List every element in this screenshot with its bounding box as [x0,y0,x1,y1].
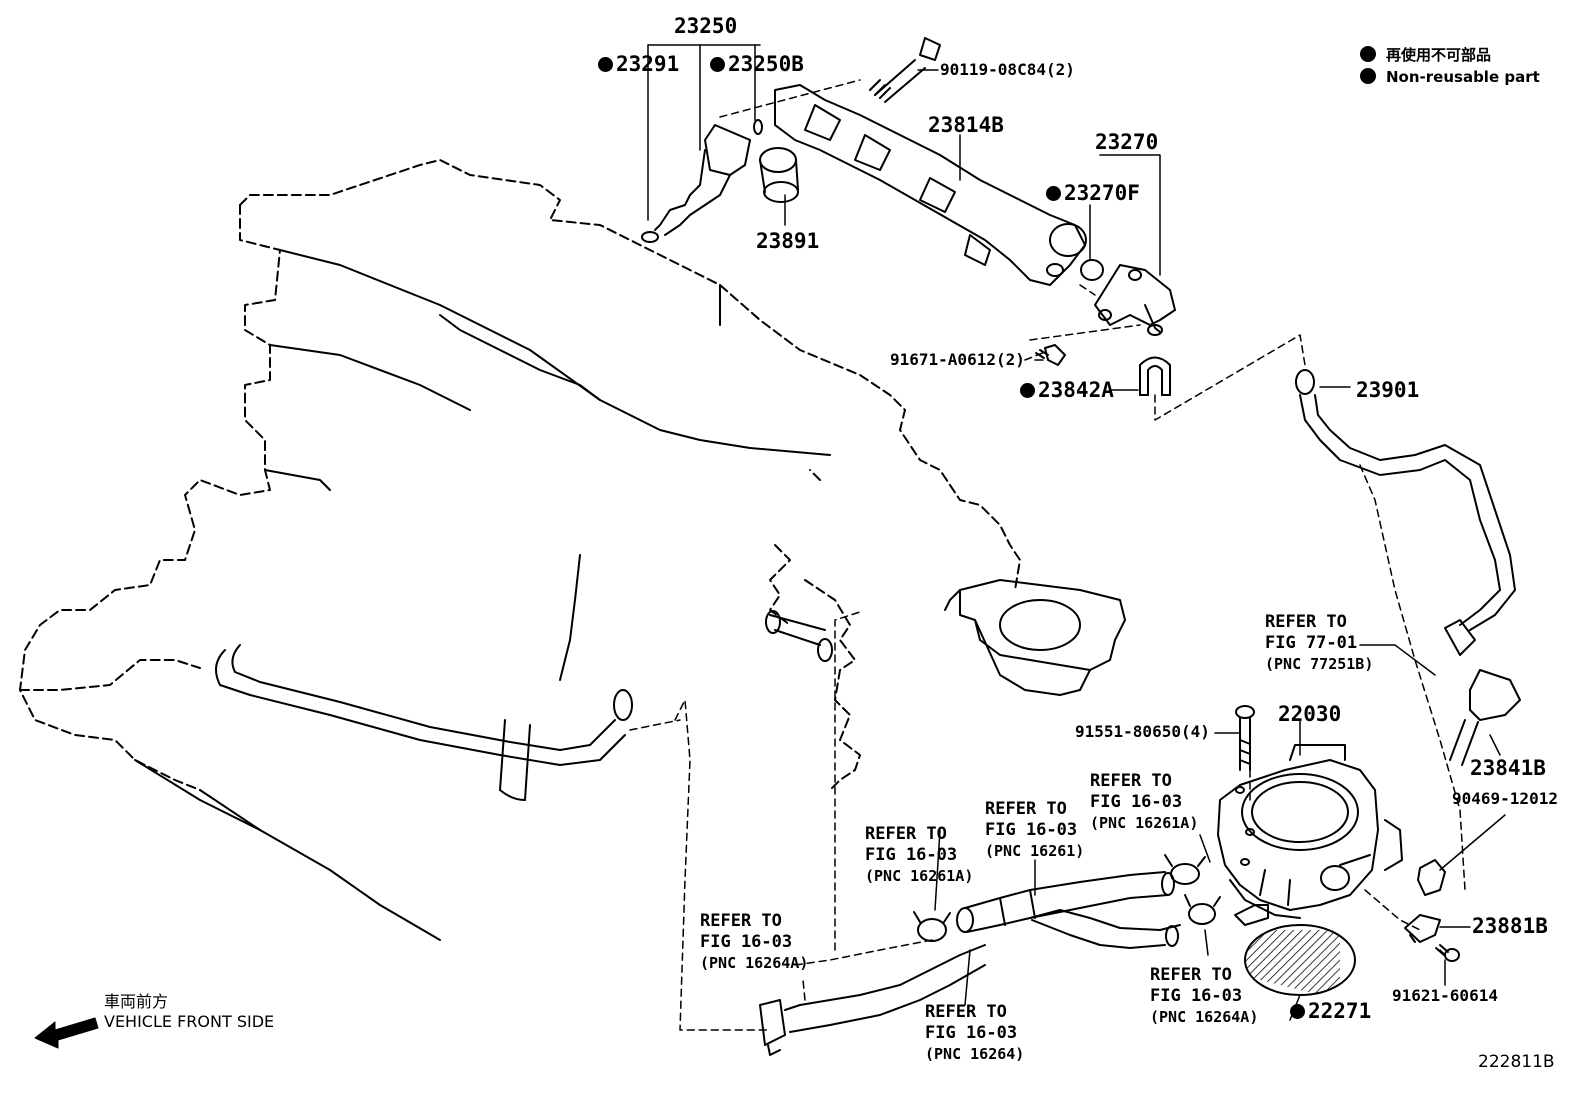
ref-16261a-right[interactable]: REFER TO FIG 16-03 (PNC 16261A) [1090,771,1198,834]
ref-line: REFER TO [865,824,947,844]
front-label-jp: 車両前方 [104,992,169,1011]
label-91621[interactable]: 91621-60614 [1392,986,1498,1005]
fuel-injector [641,119,763,243]
ref-line: FIG 16-03 [700,932,793,952]
front-arrow-icon [34,1017,99,1049]
ref-line: REFER TO [1265,612,1347,632]
ref-line: REFER TO [1150,965,1232,985]
leader-lines [647,44,1506,1021]
pressure-regulator [1094,264,1176,336]
coolant-pipe-left [215,610,833,801]
clip-90469 [1417,859,1446,896]
label-23841b[interactable]: 23841B [1470,756,1546,780]
legend-jp-text: 再使用不可部品 [1386,46,1492,64]
ref-16264a-left[interactable]: REFER TO FIG 16-03 (PNC 16264A) [700,911,808,974]
label-91551[interactable]: 91551-80650(4) [1075,722,1210,741]
ref-16264a-right[interactable]: REFER TO FIG 16-03 (PNC 16264A) [1150,965,1258,1028]
front-label-en: VEHICLE FRONT SIDE [104,1012,275,1031]
label-23891[interactable]: 23891 [756,229,820,253]
label-23881b[interactable]: 23881B [1472,914,1548,938]
bolt-90119 [869,37,941,103]
ref-pnc: (PNC 16264A) [1150,1008,1259,1026]
label-23842a[interactable]: 23842A [1020,380,1114,401]
ref-line: FIG 16-03 [1150,986,1243,1006]
bolt-91551 [1235,705,1255,771]
label-90469[interactable]: 90469-12012 [1452,789,1558,808]
label-22030[interactable]: 22030 [1278,702,1342,726]
hose-clamps [913,854,1221,942]
ref-line: REFER TO [925,1002,1007,1022]
hose-bracket [1449,669,1521,766]
ref-pnc: (PNC 16261) [985,842,1085,860]
ref-pnc: (PNC 77251B) [1265,655,1374,673]
label-23901[interactable]: 23901 [1356,378,1420,402]
engine-solid-lines [134,249,831,941]
label-91671[interactable]: 91671-A0612(2) [890,350,1025,369]
legend-en-text: Non-reusable part [1386,68,1540,86]
ref-line: REFER TO [985,799,1067,819]
ref-line: FIG 16-03 [985,820,1078,840]
label-23814b[interactable]: 23814B [928,113,1004,137]
clip-23842a [1139,356,1171,396]
gasket [1244,924,1356,996]
engine-outline [19,159,1021,791]
label-23270f[interactable]: 23270F [1046,183,1140,204]
ref-line: FIG 16-03 [925,1023,1018,1043]
ref-16261[interactable]: REFER TO FIG 16-03 (PNC 16261) [985,799,1084,862]
label-23291[interactable]: 23291 [598,54,679,75]
bolt-91671 [1035,344,1066,366]
ref-line: REFER TO [1090,771,1172,791]
legend-jp: 再使用不可部品 [1360,44,1491,65]
label-22271[interactable]: 22271 [1290,1001,1371,1022]
ref-pnc: (PNC 16261A) [865,867,974,885]
ref-line: FIG 16-03 [865,845,958,865]
dashed-leaders [629,79,1466,1031]
manifold-flange [944,579,1126,696]
non-reusable-dot-icon [1360,68,1376,84]
fuel-pipe-stub [1234,904,1269,926]
non-reusable-dot-icon [1360,46,1376,62]
fuel-hose [1295,369,1516,656]
figure-code: 222811B [1478,1052,1555,1072]
ref-line: FIG 16-03 [1090,792,1183,812]
bolt-91621 [1435,944,1460,962]
insulator [759,147,799,203]
ref-16261a-left[interactable]: REFER TO FIG 16-03 (PNC 16261A) [865,824,973,887]
legend-en: Non-reusable part [1360,68,1540,86]
ref-pnc: (PNC 16261A) [1090,814,1199,832]
throttle-body [1217,744,1403,919]
ref-16264[interactable]: REFER TO FIG 16-03 (PNC 16264) [925,1002,1024,1065]
lower-hoses [759,871,1181,1056]
label-23270[interactable]: 23270 [1095,130,1159,154]
ref-fig-77-01[interactable]: REFER TO FIG 77-01 (PNC 77251B) [1265,612,1373,675]
ref-line: FIG 77-01 [1265,633,1358,653]
label-23250[interactable]: 23250 [674,14,738,38]
ref-pnc: (PNC 16264) [925,1045,1025,1063]
bracket-23881b [1404,914,1441,943]
ref-line: REFER TO [700,911,782,931]
label-23250b[interactable]: 23250B [710,54,804,75]
ref-pnc: (PNC 16264A) [700,954,809,972]
o-ring [1080,259,1104,281]
fuel-rail [774,84,1087,286]
label-90119[interactable]: 90119-08C84(2) [940,60,1075,79]
